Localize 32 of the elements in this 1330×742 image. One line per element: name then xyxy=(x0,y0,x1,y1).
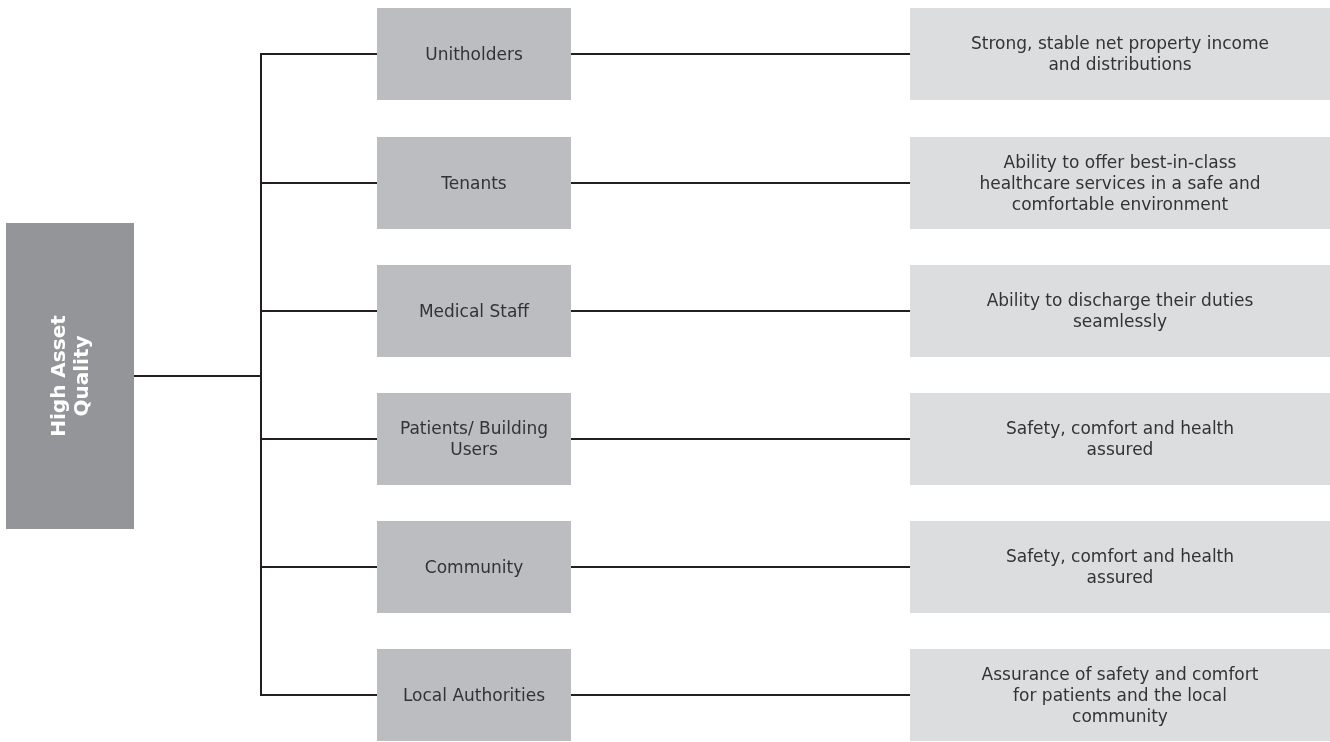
connector-line xyxy=(570,694,911,696)
connector-line xyxy=(570,566,911,568)
category-label: High Asset Quality xyxy=(47,314,93,439)
outcome-box xyxy=(910,8,1330,100)
outcome-text: Safety, comfort and health assured xyxy=(1004,546,1236,588)
category-box xyxy=(6,223,134,529)
outcome-box xyxy=(910,521,1330,613)
outcome-box xyxy=(910,393,1330,485)
stakeholder-label: Unitholders xyxy=(425,43,523,65)
stakeholder-box xyxy=(377,8,571,100)
stakeholder-label: Patients/ Building Users xyxy=(398,418,550,460)
stakeholder-label: Medical Staff xyxy=(418,300,530,322)
stakeholder-label: Local Authorities xyxy=(402,684,546,706)
outcome-box xyxy=(910,265,1330,357)
outcome-text: Ability to offer best-in-class healthcare services in a safe and comfortable environment xyxy=(978,151,1262,215)
outcome-box xyxy=(910,649,1330,741)
outcome-text: Strong, stable net property income and distributions xyxy=(970,33,1270,75)
connector-line xyxy=(570,53,911,55)
connector-line xyxy=(570,438,911,440)
outcome-text: Assurance of safety and comfort for patients and the local community xyxy=(980,663,1260,727)
outcome-text: Ability to discharge their duties seamlessly xyxy=(985,290,1255,332)
stakeholder-box xyxy=(377,649,571,741)
stakeholder-label: Community xyxy=(424,556,524,578)
stakeholder-box xyxy=(377,265,571,357)
stakeholder-box xyxy=(377,393,571,485)
connector-line xyxy=(570,182,911,184)
stakeholder-box xyxy=(377,137,571,229)
outcome-text: Safety, comfort and health assured xyxy=(1004,418,1236,460)
connector-line xyxy=(570,310,911,312)
stakeholder-label: Tenants xyxy=(441,172,507,194)
stakeholder-box xyxy=(377,521,571,613)
outcome-box xyxy=(910,137,1330,229)
